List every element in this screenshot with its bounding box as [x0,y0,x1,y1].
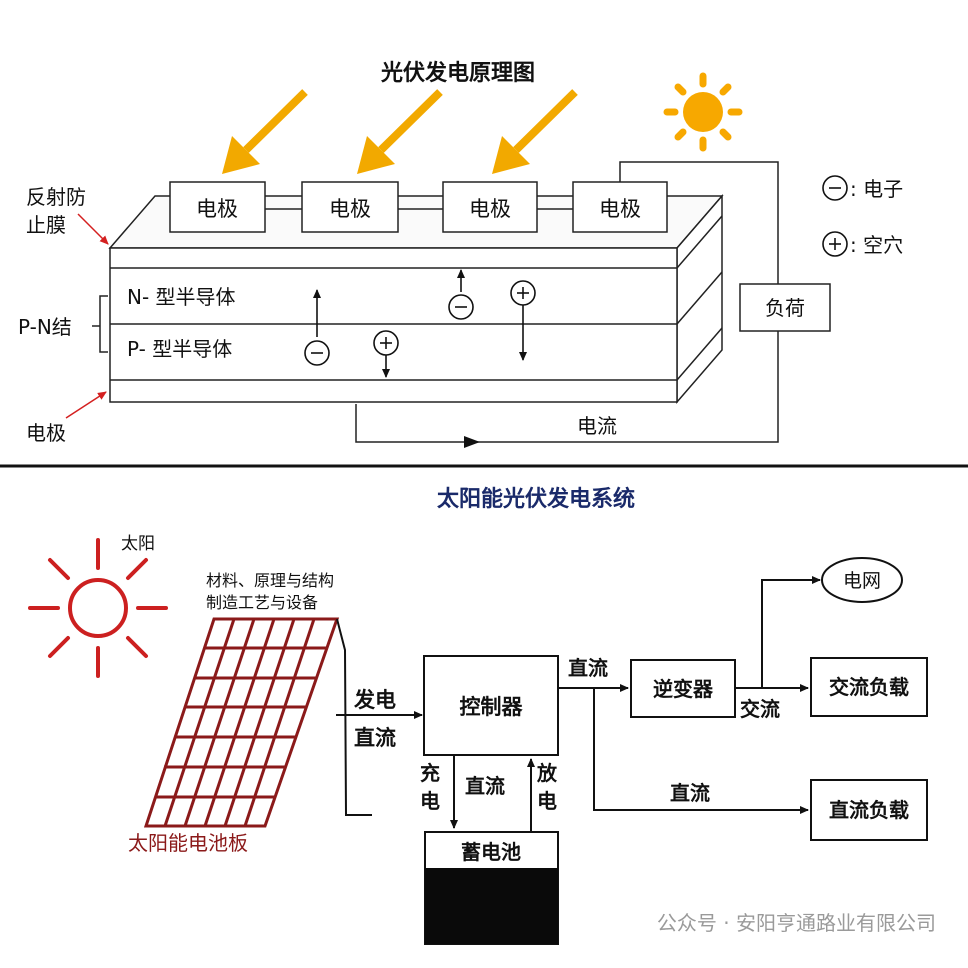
electrode-label: 电极 [599,197,641,221]
battery: 蓄电池 [424,831,559,945]
controller-label: 控制器 [460,694,524,719]
electrode-box [301,181,399,233]
dc-panel-label: 直流 [354,725,396,750]
sun-label: 太阳 [121,534,155,554]
inverter-box [630,659,736,718]
antireflection-label: 止膜 [26,213,66,237]
panel-label: 太阳能电池板 [128,831,248,855]
sunlight-arrow-icon [492,89,578,174]
sunlight-arrow-icon [357,89,443,174]
inverter-label: 逆变器 [653,677,714,701]
charge-carriers [304,269,536,378]
watermark: 公众号 · 安阳亨通路业有限公司 [657,911,936,935]
gen-label: 发电 [353,687,396,712]
electrode-pointer-icon [65,391,107,419]
electrode-label: 电极 [329,197,371,221]
electrode-box [169,181,266,233]
load-circuit: 负荷 电流 [355,283,831,448]
antireflection-pointer-icon [77,213,109,245]
ac-load-label: 交流负载 [829,675,909,699]
electrodes: 电极 电极 电极 电极 [169,161,779,284]
load-box [739,283,831,332]
electrode-label: 电极 [196,197,238,221]
sun-outline-icon [28,538,168,678]
ac-output-lines [735,576,821,692]
electrode-box [442,181,538,233]
bottom-electrode-label: 电极 [26,421,66,445]
battery-lines [450,755,535,832]
current-arrow-icon [464,436,480,448]
sunlight-arrows [222,89,578,174]
dc-load-label: 直流负载 [829,798,909,822]
top-diagram: 光伏发电原理图 [18,60,903,448]
ac-label: 交流 [740,697,780,721]
bottom-title: 太阳能光伏发电系统 [437,486,635,512]
sunlight-arrow-icon [222,89,308,174]
grid-label: 电网 [843,570,881,592]
battery-label: 蓄电池 [461,840,521,864]
dc-output-lines [558,684,809,814]
antireflection-label: 反射防 [26,185,86,209]
legend-electron-label: : 电子 [850,177,903,201]
grid-ellipse [821,557,903,603]
n-layer-label: N- 型半导体 [127,285,236,309]
pn-junction-label: P-N结 [18,315,72,339]
panel-caption: 制造工艺与设备 [206,593,318,612]
current-label: 电流 [577,414,617,438]
charge-label: 电 [420,789,440,813]
top-title: 光伏发电原理图 [380,60,535,86]
p-layer-label: P- 型半导体 [127,337,232,361]
discharge-label: 电 [537,789,557,813]
dc-load-box [810,779,928,841]
sun-icon [663,72,743,152]
electrode-box [572,181,668,233]
legend-hole-label: : 空穴 [850,233,903,257]
ac-load-box [810,657,928,717]
dc-top-label: 直流 [568,656,608,680]
charge-label: 充 [420,761,440,785]
discharge-label: 放 [536,761,558,785]
solar-panel [143,617,372,828]
dc-bottom-label: 直流 [670,781,710,805]
dc-battery-label: 直流 [465,774,505,798]
bottom-diagram: 太阳能光伏发电系统 太阳 材料、原理与结构 制造工艺与设备 [28,486,936,945]
pn-bracket [92,295,108,353]
panel-caption: 材料、原理与结构 [206,571,334,590]
controller-box [423,655,559,756]
legend: : 电子 : 空穴 [822,175,903,257]
electrode-label: 电极 [469,197,511,221]
load-label: 负荷 [765,296,805,320]
